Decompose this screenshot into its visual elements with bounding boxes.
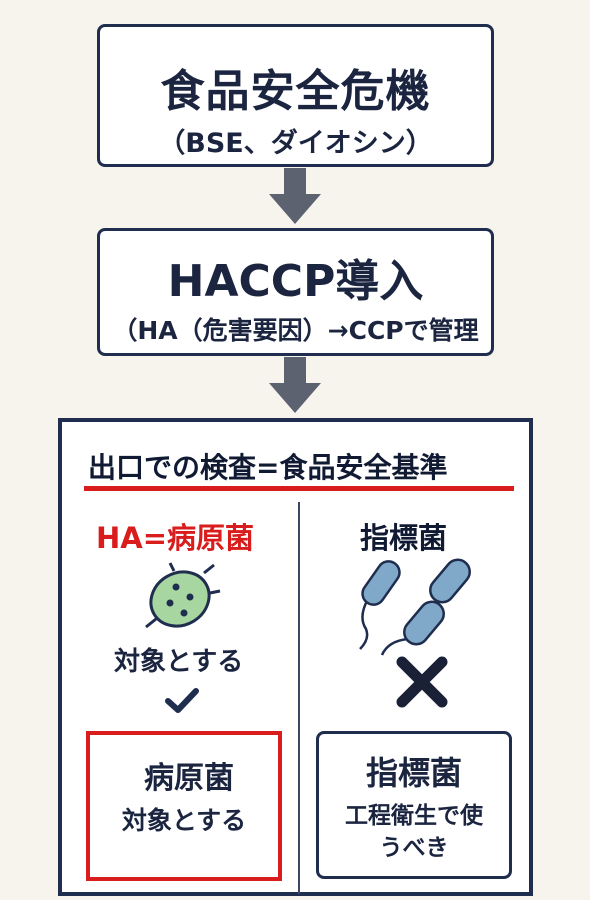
title-underline bbox=[84, 486, 514, 491]
ha-pathogen-heading: HA=病原菌 bbox=[96, 521, 255, 555]
pathogen-target-box: 病原菌 対象とする bbox=[86, 731, 282, 881]
pathogen-box-text: 対象とする bbox=[121, 806, 247, 835]
haccp-subtitle: （HA（危害要因）→CCPで管理 bbox=[112, 316, 479, 345]
indicator-bacteria-box: 指標菌 工程衛生で使 うべき bbox=[316, 731, 512, 879]
crisis-subtitle: （BSE、ダイオシン） bbox=[158, 128, 433, 159]
pathogen-icon bbox=[145, 562, 221, 629]
pathogen-box-title: 病原菌 bbox=[144, 761, 234, 796]
food-safety-crisis-box: 食品安全危機 （BSE、ダイオシン） bbox=[97, 24, 494, 167]
check-icon bbox=[165, 688, 199, 713]
pathogen-target-text: 対象とする bbox=[114, 647, 244, 677]
haccp-title: HACCP導入 bbox=[167, 256, 424, 307]
down-arrow-icon bbox=[269, 357, 321, 413]
cross-icon bbox=[396, 656, 448, 708]
indicator-box-title: 指標菌 bbox=[365, 754, 462, 792]
exit-inspection-title: 出口での検査=食品安全基準 bbox=[88, 451, 448, 484]
bacillus-icon bbox=[359, 558, 471, 656]
down-arrow-icon bbox=[269, 168, 321, 224]
column-divider bbox=[298, 502, 300, 894]
indicator-box-text-line2: うべき bbox=[379, 835, 449, 861]
indicator-box-text-line1: 工程衛生で使 bbox=[345, 803, 483, 829]
exit-inspection-box: 出口での検査=食品安全基準 HA=病原菌 指標菌 対象とする 病原菌 対象とする bbox=[58, 418, 533, 896]
haccp-box: HACCP導入 （HA（危害要因）→CCPで管理 bbox=[97, 228, 494, 356]
indicator-bacteria-heading: 指標菌 bbox=[360, 521, 448, 555]
crisis-title: 食品安全危機 bbox=[160, 66, 431, 117]
